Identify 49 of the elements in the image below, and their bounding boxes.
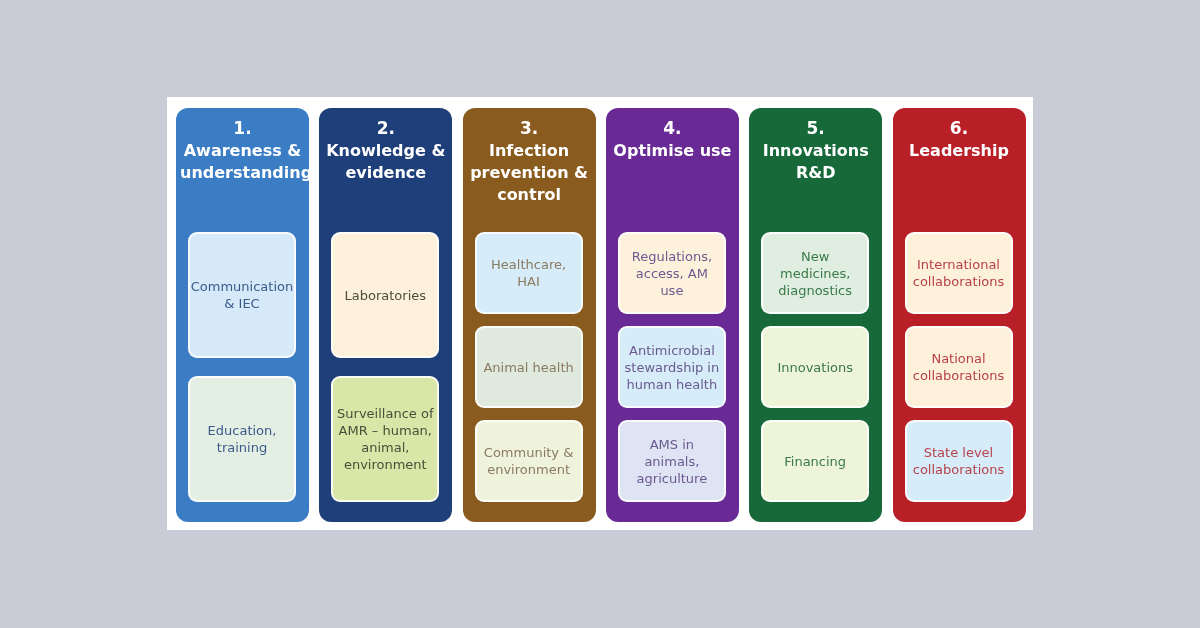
category-column: [319, 108, 453, 522]
topic-box: [617, 420, 726, 502]
column-number: 4.: [662, 118, 683, 138]
topic-box: [761, 420, 870, 502]
topic-label: Laboratories: [343, 286, 428, 305]
category-column: [749, 108, 883, 522]
topic-label: State level collaborations: [911, 444, 1006, 479]
topic-label: Financing: [783, 452, 848, 471]
topic-label: Animal health: [482, 358, 575, 377]
topic-box: [188, 376, 296, 502]
topic-box: [474, 326, 583, 408]
topic-label: Surveillance of AMR – human, animal, environment: [336, 405, 435, 474]
topic-box: [331, 376, 440, 502]
topic-box: [474, 420, 583, 502]
column-number: 3.: [518, 118, 540, 138]
topic-label: National collaborations: [911, 350, 1006, 385]
topic-label: AMS in animals, agriculture: [635, 435, 709, 488]
category-column: [605, 108, 739, 522]
topic-box: [331, 232, 440, 358]
category-column: [462, 108, 596, 522]
column-heading: Leadership: [908, 140, 1010, 162]
topic-box: [761, 326, 870, 408]
topic-box: [761, 232, 870, 314]
column-heading: Innovations R&D: [761, 140, 870, 184]
topic-box: [904, 232, 1013, 314]
column-number: 2.: [375, 118, 396, 138]
topic-label: Communication & IEC: [189, 278, 295, 313]
topic-label: Innovations: [776, 358, 854, 377]
topic-label: International collaborations: [911, 256, 1006, 291]
topic-box: [904, 420, 1013, 502]
category-column: [176, 108, 309, 522]
column-number: 5.: [805, 118, 826, 138]
topic-label: New medicines, diagnostics: [777, 247, 854, 300]
topic-box: [617, 232, 726, 314]
topic-label: Regulations, access, AM use: [630, 247, 714, 300]
column-number: 6.: [948, 118, 970, 138]
topic-box: [617, 326, 726, 408]
category-column: [892, 108, 1026, 522]
column-number: 1.: [232, 118, 253, 138]
topic-label: Antimicrobial stewardship in human health: [623, 341, 721, 394]
column-heading: Knowledge & evidence: [325, 140, 447, 184]
topic-label: Education, training: [206, 422, 278, 457]
topic-label: Healthcare, HAI: [490, 256, 568, 291]
topic-box: [474, 232, 583, 314]
topic-box: [188, 232, 296, 358]
topic-box: [904, 326, 1013, 408]
topic-label: Community & environment: [482, 444, 575, 479]
column-heading: Infection prevention & control: [469, 140, 590, 206]
column-heading: Optimise use: [612, 140, 733, 162]
